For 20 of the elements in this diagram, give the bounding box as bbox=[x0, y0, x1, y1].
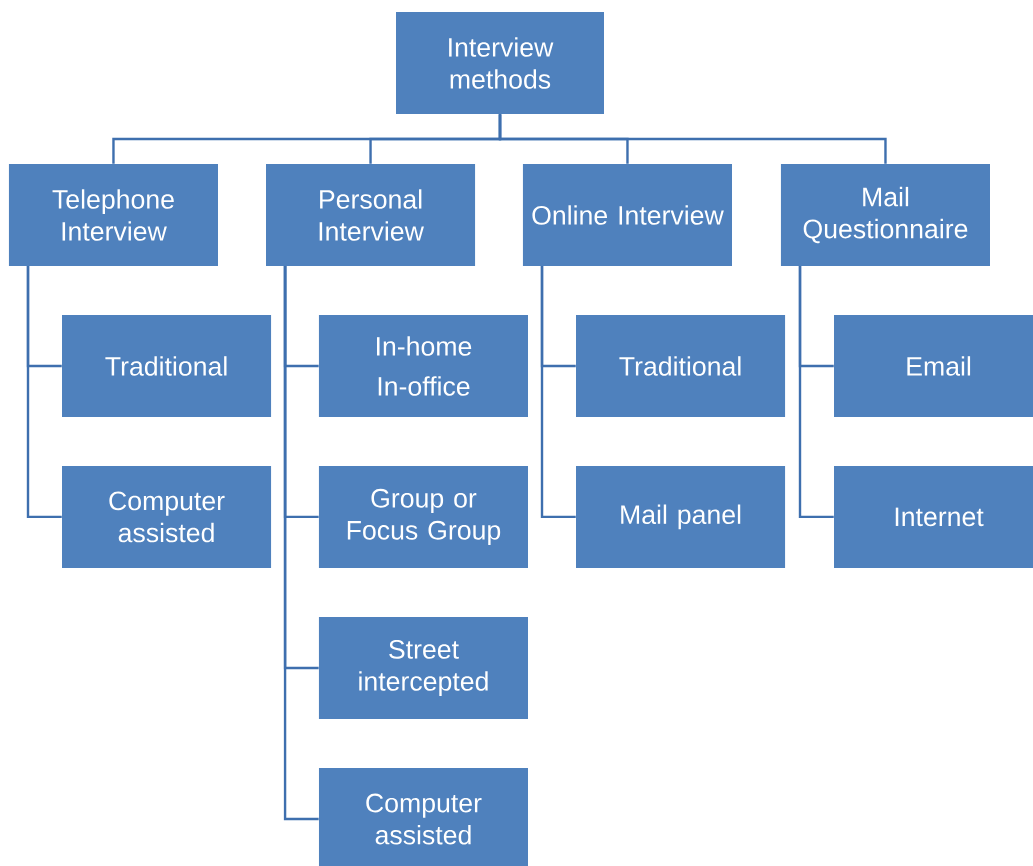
category-box: Street intercepted bbox=[318, 617, 528, 719]
category-box: Email bbox=[834, 315, 1033, 417]
connector-line bbox=[26, 266, 62, 519]
category-box: Internet bbox=[834, 465, 1033, 568]
connector-line bbox=[498, 114, 887, 164]
category-box: Traditional bbox=[62, 315, 272, 417]
category-box: In-home In-office bbox=[318, 315, 528, 417]
category-box: Personal Interview bbox=[266, 164, 476, 267]
connector-line bbox=[798, 266, 834, 519]
category-box: Mail panel bbox=[576, 465, 786, 568]
category-box: Telephone Interview bbox=[8, 164, 218, 267]
category-box: Traditional bbox=[576, 315, 786, 417]
category-box: Interview methods bbox=[396, 12, 604, 115]
category-box: Computer assisted bbox=[318, 768, 528, 866]
connector-line bbox=[540, 266, 576, 519]
category-box: Online Interview bbox=[522, 164, 732, 267]
connector-line bbox=[283, 266, 319, 821]
category-box: Computer assisted bbox=[62, 465, 272, 568]
category-box: Mail Questionnaire bbox=[780, 164, 990, 267]
category-box: Group or Focus Group bbox=[318, 465, 528, 568]
